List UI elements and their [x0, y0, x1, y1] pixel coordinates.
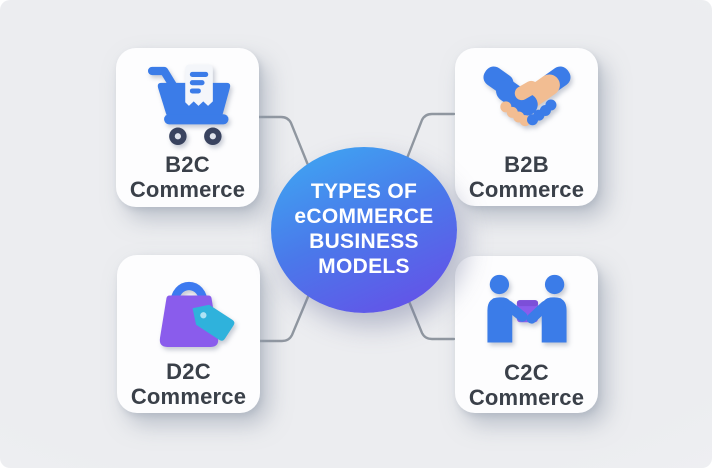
connector-d2c	[257, 290, 312, 343]
node-label-c2c: C2C Commerce	[468, 360, 585, 410]
node-subtitle: Commerce	[468, 384, 585, 410]
center-title-line: BUSINESS	[309, 230, 419, 253]
connector-b2c	[257, 115, 312, 172]
connector-b2b	[402, 112, 456, 168]
node-title: B2B	[504, 152, 549, 177]
center-title-line: TYPES OF	[310, 180, 418, 204]
node-label-b2c: B2C Commerce	[129, 152, 246, 202]
node-subtitle: Commerce	[130, 383, 247, 409]
center-circle: TYPES OF eCOMMERCE BUSINESS MODELS	[271, 147, 457, 313]
connector-c2c	[404, 292, 456, 341]
node-label-b2b: B2B Commerce	[468, 152, 585, 202]
center-title-line: MODELS	[318, 254, 410, 278]
node-title: C2C	[504, 360, 549, 385]
handshake-icon	[478, 58, 576, 152]
node-subtitle: Commerce	[468, 176, 585, 202]
node-title: D2C	[166, 359, 211, 384]
node-b2c-commerce: B2C Commerce	[116, 48, 259, 207]
center-title-line: eCOMMERCE	[294, 205, 434, 229]
shopping-bag-tag-icon	[140, 265, 238, 359]
node-title: B2C	[165, 152, 210, 177]
node-b2b-commerce: B2B Commerce	[455, 48, 598, 206]
node-label-d2c: D2C Commerce	[130, 359, 247, 409]
node-d2c-commerce: D2C Commerce	[117, 255, 260, 413]
node-subtitle: Commerce	[129, 176, 246, 202]
people-exchange-icon	[478, 266, 576, 360]
node-c2c-commerce: C2C Commerce	[455, 256, 598, 413]
shopping-cart-icon	[139, 58, 237, 152]
